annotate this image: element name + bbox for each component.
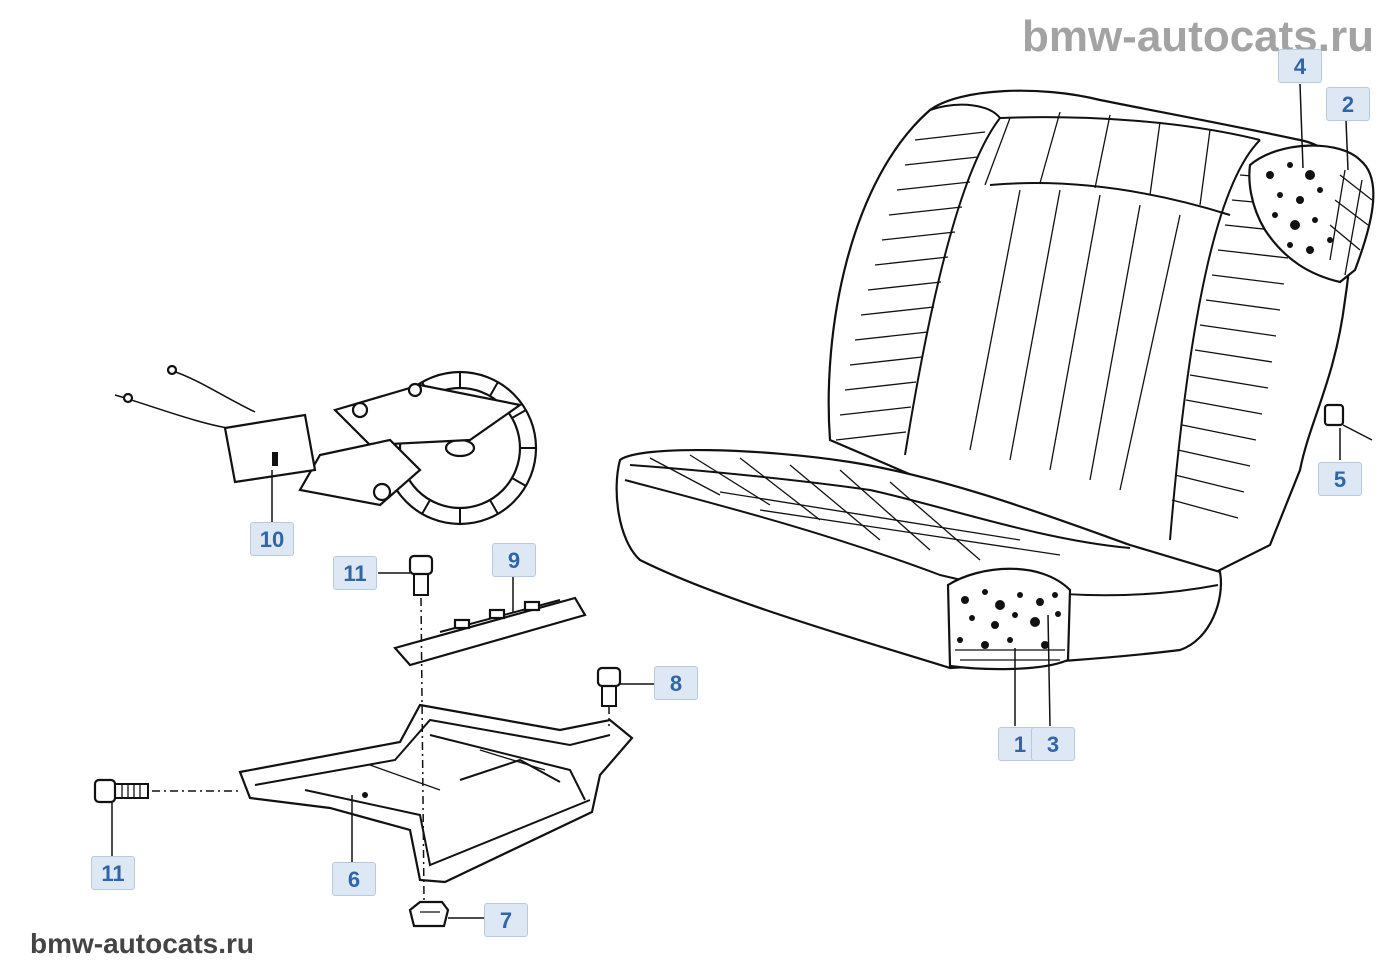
bolt-11-top	[378, 554, 434, 596]
callout-5[interactable]: 5	[1318, 462, 1362, 496]
callout-6[interactable]: 6	[332, 862, 376, 896]
seat-rail	[393, 576, 587, 667]
bolt-11-bottom	[93, 778, 240, 856]
callout-11-top[interactable]: 11	[333, 556, 377, 590]
callout-9[interactable]: 9	[492, 543, 536, 577]
callout-11-bottom[interactable]: 11	[91, 856, 135, 890]
bolt-8	[596, 666, 656, 707]
callout-7[interactable]: 7	[484, 903, 528, 937]
callout-2[interactable]: 2	[1326, 87, 1370, 121]
nut-7	[408, 900, 486, 928]
rear-seat	[615, 89, 1375, 671]
seat-frame	[238, 703, 634, 884]
callout-10[interactable]: 10	[250, 522, 294, 556]
watermark-bottom: bmw-autocats.ru	[30, 928, 255, 959]
callout-4[interactable]: 4	[1278, 49, 1322, 83]
seat-adjuster-motor	[114, 364, 538, 526]
callout-8[interactable]: 8	[654, 666, 698, 700]
callout-3[interactable]: 3	[1031, 727, 1075, 761]
